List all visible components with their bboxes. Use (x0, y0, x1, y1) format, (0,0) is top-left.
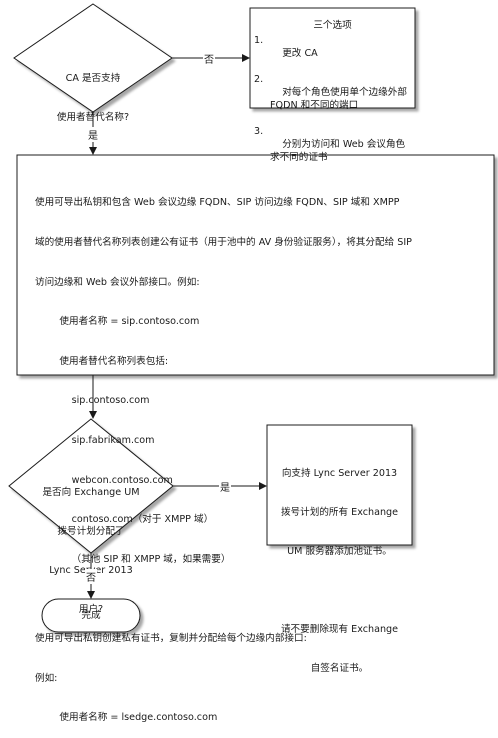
options-box (249, 7, 416, 109)
decision-um-line: 用户? (78, 604, 104, 615)
decision-ca-text: CA 是否支持 使用者替代名称? (34, 46, 152, 137)
um-line: 拨号计划的所有 Exchange (280, 507, 399, 518)
main-line: 域的使用者替代名称列表创建公有证书（用于池中的 AV 身份验证服务），将其分配给… (35, 237, 412, 249)
label-yes-top: 是 (87, 127, 99, 142)
option-item: 3. 分别为访问和 Web 会议角色 求不同的证书 (254, 125, 407, 177)
decision-ca-line: 使用者替代名称? (56, 112, 130, 123)
um-line: 向支持 Lync Server 2013 (281, 468, 398, 479)
um-line: 自签名证书。 (310, 663, 369, 674)
main-line: 使用可导出私钥和包含 Web 会议边缘 FQDN、SIP 访问边缘 FQDN、S… (35, 197, 400, 209)
main-line: webcon.contoso.com (35, 474, 173, 486)
main-line: 使用者名称 = sip.contoso.com (35, 316, 200, 328)
um-action-box (266, 424, 413, 546)
decision-ca-line: CA 是否支持 (65, 73, 121, 84)
um-line-spacer (267, 584, 412, 597)
label-no-bottom: 否 (85, 569, 97, 584)
main-line: 使用可导出私钥创建私有证书，复制并分配给每个边缘内部接口: (35, 633, 307, 645)
option-item: 1. 更改 CA (254, 34, 407, 73)
end-terminal-label: 完成 (81, 610, 101, 621)
decision-um-line: 拨号计划分配了 (57, 526, 125, 537)
um-line: UM 服务器添加池证书。 (287, 546, 392, 557)
decision-um-line: 是否向 Exchange UM (42, 487, 140, 498)
main-line: （其他 SIP 和 XMPP 域，如果需要） (35, 553, 231, 565)
option-text: 更改 CA (282, 48, 318, 59)
main-line: 访问边缘和 Web 会议外部接口。例如: (35, 276, 200, 288)
main-line: contoso.com（对于 XMPP 域） (35, 514, 214, 526)
um-action-text: 向支持 Lync Server 2013 拨号计划的所有 Exchange UM… (267, 441, 412, 688)
label-yes-bottom: 是 (219, 479, 231, 494)
option-number: 1. (254, 35, 264, 46)
option-number: 2. (254, 74, 264, 85)
option-item: 2. 对每个角色使用单个边缘外部 FQDN 和不同的端口 (254, 73, 407, 125)
main-line: sip.fabrikam.com (35, 435, 155, 447)
option-number: 3. (254, 126, 264, 137)
option-text: 分别为访问和 Web 会议角色 求不同的证书 (270, 139, 406, 163)
main-line: sip.contoso.com (35, 395, 150, 407)
options-title: 三个选项 (313, 20, 352, 31)
decision-um-text: 是否向 Exchange UM 拨号计划分配了 Lync Server 2013… (31, 460, 151, 629)
options-list: 1. 更改 CA 2. 对每个角色使用单个边缘外部 FQDN 和不同的端口 3. 分别… (254, 34, 407, 177)
main-line: 使用者替代名称列表包括: (35, 355, 169, 367)
end-terminal-shape (41, 598, 141, 633)
main-line: 使用者名称 = lsedge.contoso.com (35, 712, 218, 724)
main-instructions-text: 使用可导出私钥和包含 Web 会议边缘 FQDN、SIP 访问边缘 FQDN、S… (35, 170, 485, 738)
label-no-top: 否 (203, 51, 215, 66)
main-instructions-box (16, 154, 495, 376)
main-line: 例如: (35, 672, 58, 684)
flowchart-canvas (8, 3, 495, 633)
um-line: 请不要删除现有 Exchange (280, 624, 399, 635)
option-text: 对每个角色使用单个边缘外部 FQDN 和不同的端口 (270, 87, 407, 111)
